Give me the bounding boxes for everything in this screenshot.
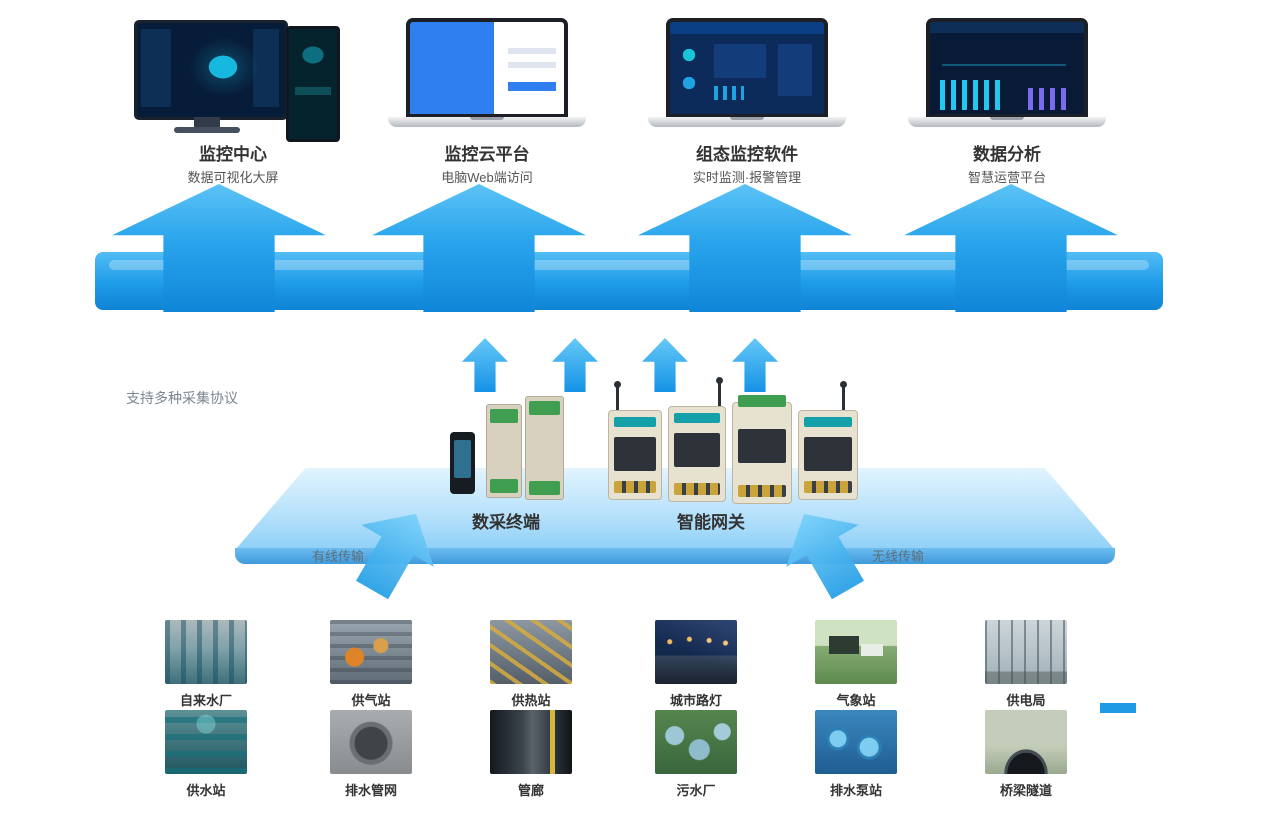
gateway-terminal-strip [738,395,786,407]
site-water-plant: 自来水厂 [164,620,248,709]
monitor-stand [194,117,220,128]
platform-group-cloud: 监控云平台 电脑Web端访问 [388,10,586,187]
blue-dash-decoration [1100,703,1136,713]
smart-gateway [608,410,662,500]
smart-gateway [798,410,858,500]
site-photo [985,710,1067,774]
laptop [907,18,1107,127]
gateway-panel [614,437,656,471]
site-photo [985,620,1067,684]
platform-title: 数据分析 [973,145,1041,164]
site-photo [815,620,897,684]
laptop-base [648,117,846,127]
site-water-supply-station: 供水站 [164,710,248,799]
gateway-panel [804,437,852,471]
analytics-dashboard-screen [926,18,1088,118]
laptop [387,18,587,127]
hardware-platform-edge [235,548,1115,564]
site-weather-station: 气象站 [814,620,898,709]
monitor-center-mockup [126,10,340,142]
wired-transmission-label: 有线传输 [312,549,365,564]
platform-title: 监控中心 [199,145,267,164]
io-module [525,396,564,500]
platform-subtitle: 智慧运营平台 [967,169,1046,185]
antenna-icon [614,381,621,412]
wireless-transmission-label: 无线传输 [872,549,925,564]
platform-group-analytics: 数据分析 智慧运营平台 [908,10,1106,187]
site-photo [490,710,572,774]
analytics-laptop-mockup [908,10,1106,140]
site-label: 气象站 [836,693,876,708]
site-label: 供水站 [186,783,226,798]
site-drainage-network: 排水管网 [329,710,413,799]
monitor-base [174,127,240,133]
site-label: 供电局 [1006,693,1046,708]
site-photo [655,710,737,774]
site-photo [330,710,412,774]
site-label: 排水管网 [344,783,397,798]
gateway-logo [614,417,656,427]
antenna-icon [840,381,847,412]
io-module [486,404,522,498]
gateway-logo [804,417,852,427]
site-photo [815,710,897,774]
scada-dashboard-screen [666,18,828,118]
scada-laptop-mockup [640,10,854,140]
hardware-devices [440,377,880,514]
site-label: 供气站 [351,693,391,708]
vertical-display-screen [286,26,340,142]
gateway-ports [738,485,786,497]
dashboard-monitor-screen [134,20,288,120]
site-drainage-pump-station: 排水泵站 [814,710,898,799]
platform-subtitle: 电脑Web端访问 [441,169,533,185]
platform-subtitle: 实时监测·报警管理 [692,169,802,185]
site-label: 桥梁隧道 [999,783,1052,798]
laptop-base [388,117,586,127]
site-label: 污水厂 [676,783,716,798]
site-label: 管廊 [517,783,544,798]
gateway-ports [804,481,852,493]
site-label: 城市路灯 [669,693,722,708]
smart-gateway [668,406,726,502]
gateway-label: 智能网关 [677,513,745,532]
protocol-note: 支持多种采集协议 [126,390,238,406]
site-bridge-tunnel: 桥梁隧道 [984,710,1068,799]
site-sewage-plant: 污水厂 [654,710,738,799]
site-label: 供热站 [511,693,551,708]
gateway-ports [674,483,720,495]
platform-group-scada: 组态监控软件 实时监测·报警管理 [640,10,854,187]
site-photo [330,620,412,684]
gateway-ports [614,481,656,493]
handheld-terminal [450,432,475,494]
login-screen [406,18,568,118]
platform-title: 组态监控软件 [696,145,798,164]
smart-gateway [732,395,792,504]
site-power-supply: 供电局 [984,620,1068,709]
site-label: 排水泵站 [829,783,882,798]
site-photo [165,620,247,684]
platform-title: 监控云平台 [444,145,530,164]
terminal-label: 数采终端 [472,513,540,532]
laptop-base [908,117,1106,127]
site-street-lights: 城市路灯 [654,620,738,709]
site-photo [490,620,572,684]
cloud-laptop-mockup [388,10,586,140]
site-heating-station: 供热站 [489,620,573,709]
gateway-logo [674,413,720,423]
site-photo [655,620,737,684]
site-label: 自来水厂 [179,693,232,708]
site-gas-station: 供气站 [329,620,413,709]
gateway-panel [738,429,786,463]
site-photo [165,710,247,774]
antenna-icon [716,377,723,408]
laptop [647,18,847,127]
platform-group-monitor-center: 监控中心 数据可视化大屏 [126,10,340,187]
site-utility-tunnel: 管廊 [489,710,573,799]
gateway-panel [674,433,720,467]
platform-subtitle: 数据可视化大屏 [187,169,279,185]
